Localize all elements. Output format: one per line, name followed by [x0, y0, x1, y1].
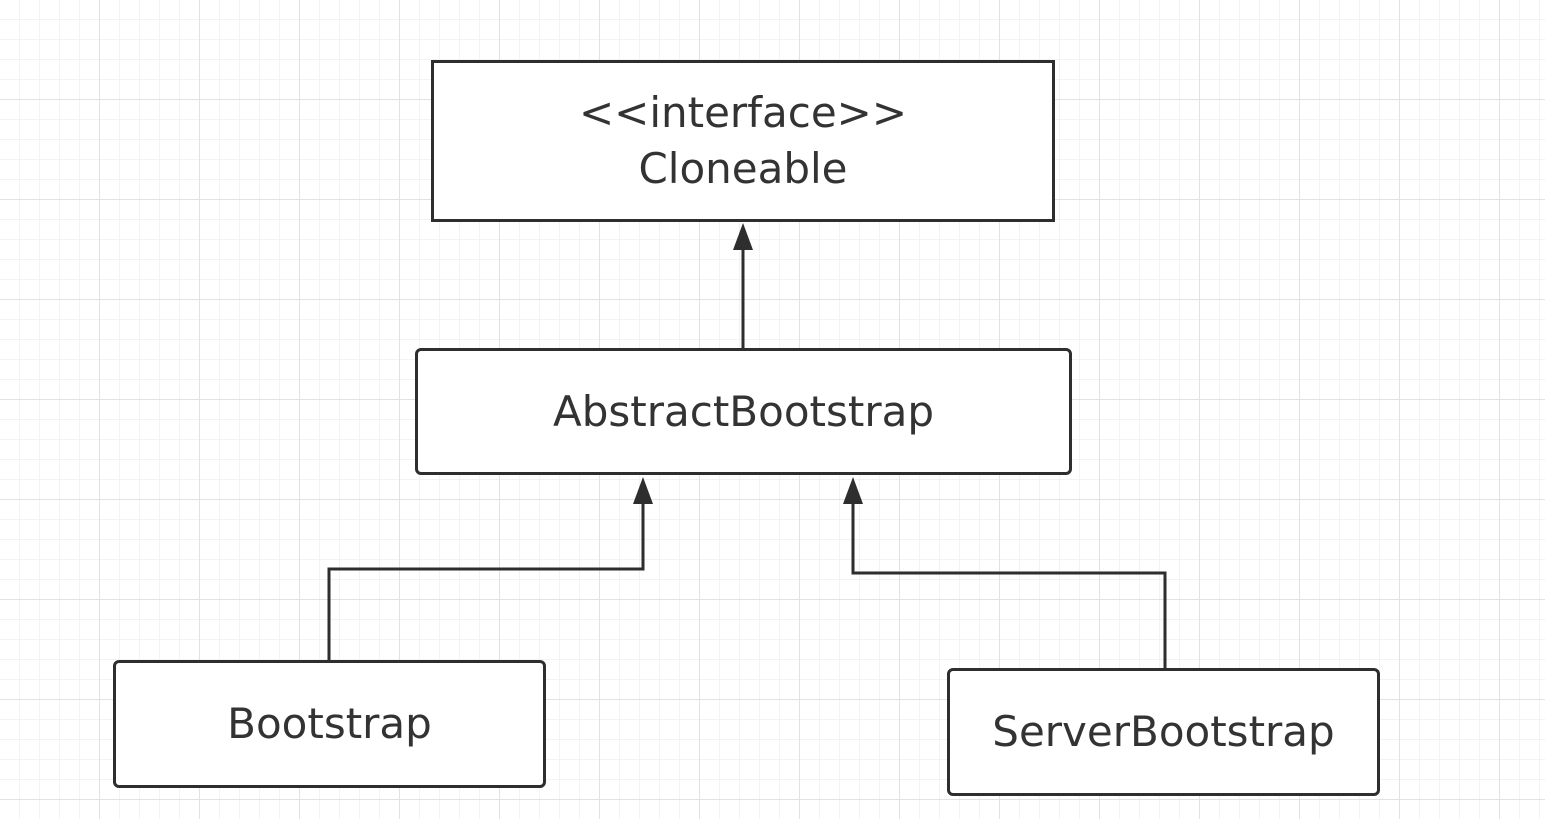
class-box-cloneable[interactable]: <<interface>> Cloneable	[431, 60, 1055, 222]
edge-bootstrap-to-abstractbootstrap	[327, 502, 645, 660]
class-box-abstract-bootstrap[interactable]: AbstractBootstrap	[415, 348, 1072, 475]
edge-serverbootstrap-to-abstractbootstrap	[851, 502, 1167, 668]
arrowhead-server-to-abstract	[843, 477, 863, 504]
stereotype-label: <<interface>>	[578, 88, 908, 137]
class-box-server-bootstrap[interactable]: ServerBootstrap	[947, 668, 1380, 796]
class-box-bootstrap[interactable]: Bootstrap	[113, 660, 546, 788]
class-name-bootstrap: Bootstrap	[227, 699, 432, 748]
class-name-server-bootstrap: ServerBootstrap	[992, 707, 1335, 756]
class-name-cloneable: Cloneable	[638, 144, 848, 193]
arrowhead-bootstrap-to-abstract	[633, 477, 653, 504]
arrowhead-to-cloneable	[733, 223, 753, 250]
class-name-abstract-bootstrap: AbstractBootstrap	[553, 386, 934, 436]
